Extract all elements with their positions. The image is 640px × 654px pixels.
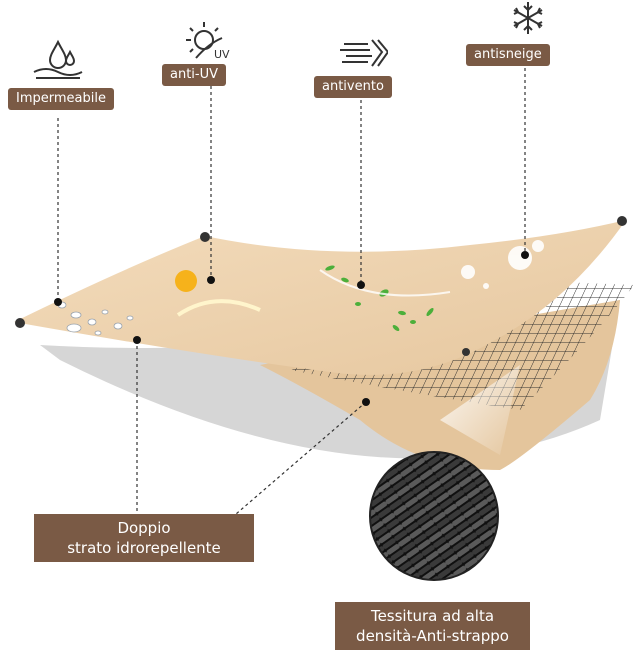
grommet — [462, 348, 470, 356]
label-doppio-strato: Doppio strato idrorepellente — [34, 514, 254, 562]
label-anti-uv: anti-UV — [162, 64, 227, 86]
water-drop-icon — [33, 39, 83, 79]
wind-icon — [340, 39, 388, 67]
water-droplets — [57, 301, 134, 336]
tarp-main-surface — [14, 220, 626, 375]
light-beam — [440, 365, 520, 455]
grommet — [15, 318, 25, 328]
weave-detail-circle — [369, 451, 499, 581]
label-doppio-line2: strato idrorepellente — [67, 539, 221, 557]
label-impermeabile: Impermeabile — [8, 88, 114, 110]
sun-uv-icon: UV — [186, 22, 230, 61]
label-doppio-line1: Doppio — [117, 519, 171, 537]
leader-lines — [57, 68, 526, 515]
sun-glow — [175, 270, 197, 292]
label-antisneige: antisneige — [466, 44, 550, 66]
label-tessitura: Tessitura ad alta densità-Anti-strappo — [335, 602, 530, 650]
label-tessitura-line1: Tessitura ad alta — [370, 607, 495, 625]
grommet — [617, 216, 627, 226]
svg-text:UV: UV — [214, 48, 230, 61]
leader-dots — [54, 251, 529, 406]
label-tessitura-line2: densità-Anti-strappo — [356, 627, 509, 645]
grommet — [200, 232, 210, 242]
uv-reflection — [176, 299, 261, 317]
label-antivento: antivento — [314, 76, 392, 98]
snowflake-icon — [513, 2, 543, 34]
